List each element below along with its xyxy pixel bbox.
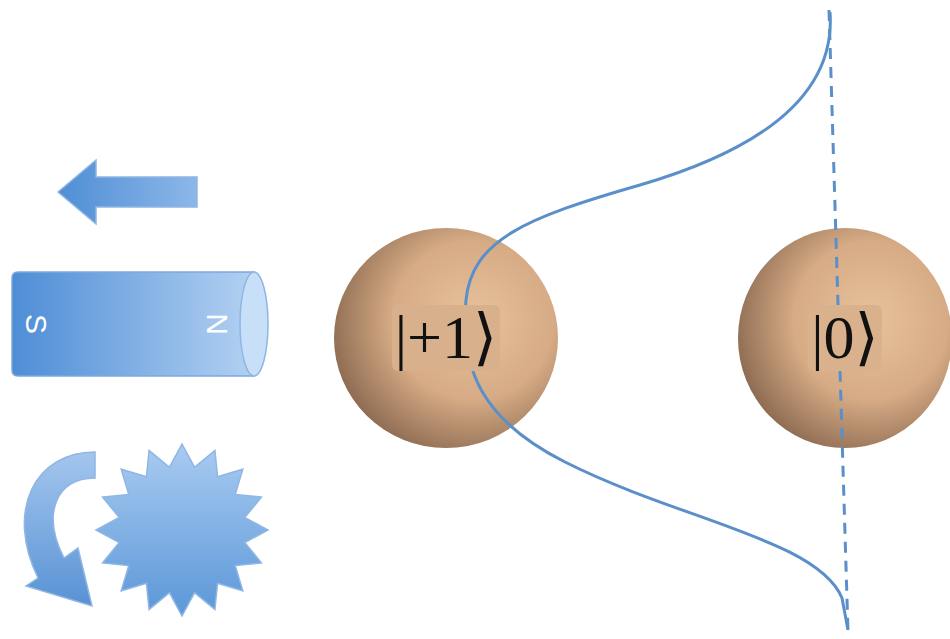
pole-label: N <box>202 313 232 335</box>
state-label: |0⟩ <box>808 305 882 370</box>
burst-star <box>96 444 268 616</box>
direction-arrow <box>58 160 197 224</box>
spin-state-circle: |+1⟩ <box>334 228 558 448</box>
bar-magnet: SN <box>12 272 268 376</box>
state-label: |+1⟩ <box>392 305 501 370</box>
dashed-axis <box>829 10 848 632</box>
pole-label: S <box>21 314 51 334</box>
rotation-arrow <box>24 452 95 606</box>
spin-state-circle: |0⟩ <box>738 228 950 448</box>
wavefunction-curve <box>465 12 848 630</box>
